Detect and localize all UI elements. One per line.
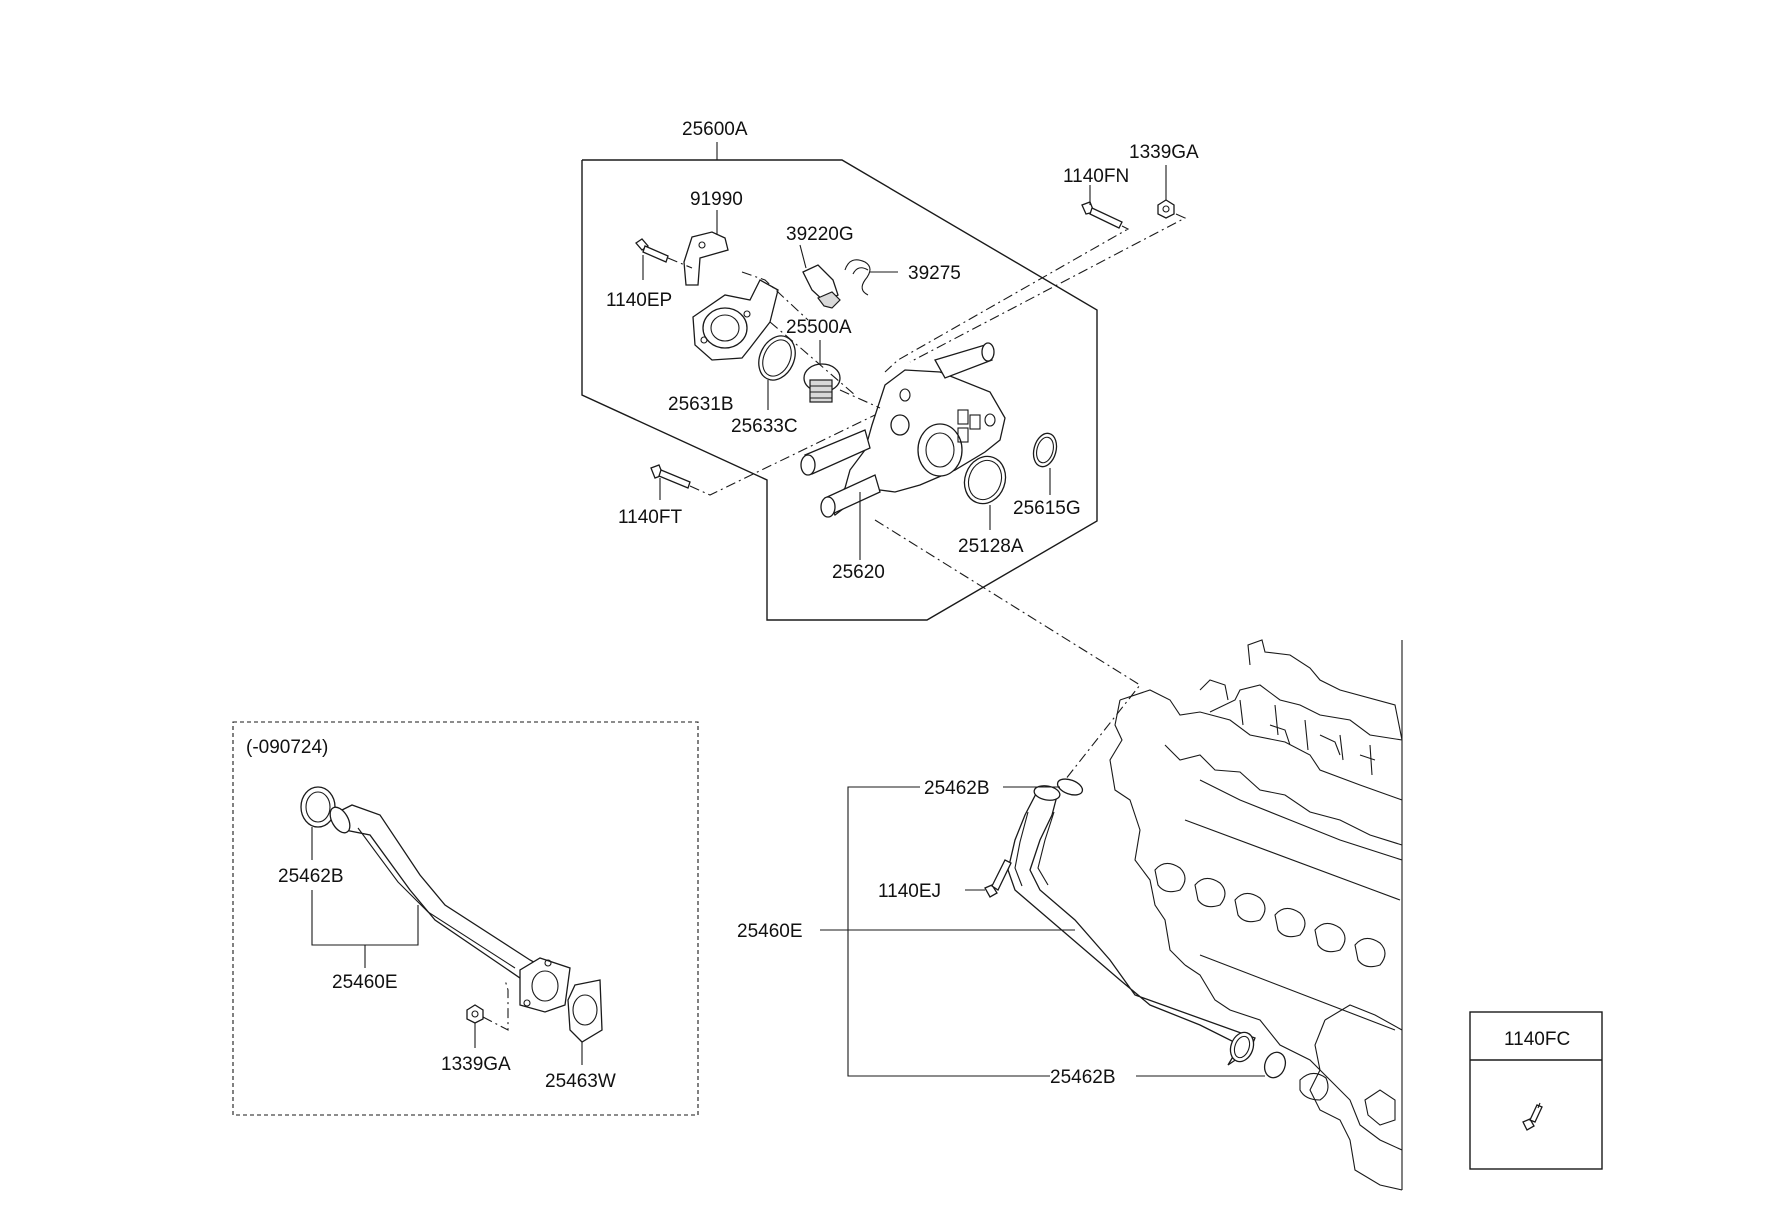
assembly-outline-25600A <box>581 142 1098 621</box>
alignment-lines <box>689 213 1187 781</box>
callout-lines-left <box>311 827 419 968</box>
gasket-25463W <box>567 979 603 1065</box>
water-pipe-25460E-left <box>300 786 571 1013</box>
variant-group-090724 <box>232 721 699 1116</box>
thermostat-25500A <box>803 340 881 409</box>
label-25631B: 25631B <box>668 394 734 415</box>
label-25462B-left: 25462B <box>278 866 344 887</box>
label-1140FC: 1140FC <box>1504 1029 1570 1050</box>
nut-1339GA-top <box>1157 165 1175 219</box>
label-25462B-top: 25462B <box>924 778 990 799</box>
label-1339GA-top: 1339GA <box>1129 142 1199 163</box>
label-25500A: 25500A <box>786 317 852 338</box>
label-91990: 91990 <box>690 189 743 210</box>
label-25600A: 25600A <box>682 119 748 140</box>
label-1140FN: 1140FN <box>1063 166 1129 187</box>
callout-lines-right <box>820 786 1265 1077</box>
label-25460E-right: 25460E <box>737 921 803 942</box>
label-variant-090724: (-090724) <box>246 737 328 758</box>
water-inlet-fitting-25631B <box>692 279 779 361</box>
part-box-1140FC <box>1469 1011 1603 1170</box>
nut-1339GA-left <box>466 979 509 1048</box>
bolt-1140FN <box>1081 185 1123 229</box>
gasket-25128A <box>963 455 1007 530</box>
label-1339GA-left: 1339GA <box>441 1054 511 1075</box>
bracket-91990 <box>683 210 729 286</box>
label-25462B-bottom: 25462B <box>1050 1067 1116 1088</box>
label-25463W: 25463W <box>545 1071 616 1092</box>
clip-39275 <box>844 259 898 296</box>
label-25633C: 25633C <box>731 416 798 437</box>
label-25615G: 25615G <box>1013 498 1081 519</box>
label-25620: 25620 <box>832 562 885 583</box>
label-39220G: 39220G <box>786 224 854 245</box>
label-1140EP: 1140EP <box>606 290 672 311</box>
label-1140FT: 1140FT <box>618 507 682 528</box>
bolt-1140FT <box>650 464 691 500</box>
gasket-25615G <box>1032 432 1058 495</box>
gasket-25633C <box>758 335 796 410</box>
water-pipe-25460E-right <box>1007 778 1287 1079</box>
sensor-39220G <box>799 244 841 309</box>
bolt-1140EP <box>635 238 693 280</box>
thermostat-housing-25620 <box>800 342 1006 560</box>
label-25128A: 25128A <box>958 536 1024 557</box>
label-25460E-left: 25460E <box>332 972 398 993</box>
bolt-1140EJ <box>965 859 1012 898</box>
label-1140EJ: 1140EJ <box>878 881 941 902</box>
label-39275: 39275 <box>908 263 961 284</box>
engine-block <box>1109 639 1403 1191</box>
